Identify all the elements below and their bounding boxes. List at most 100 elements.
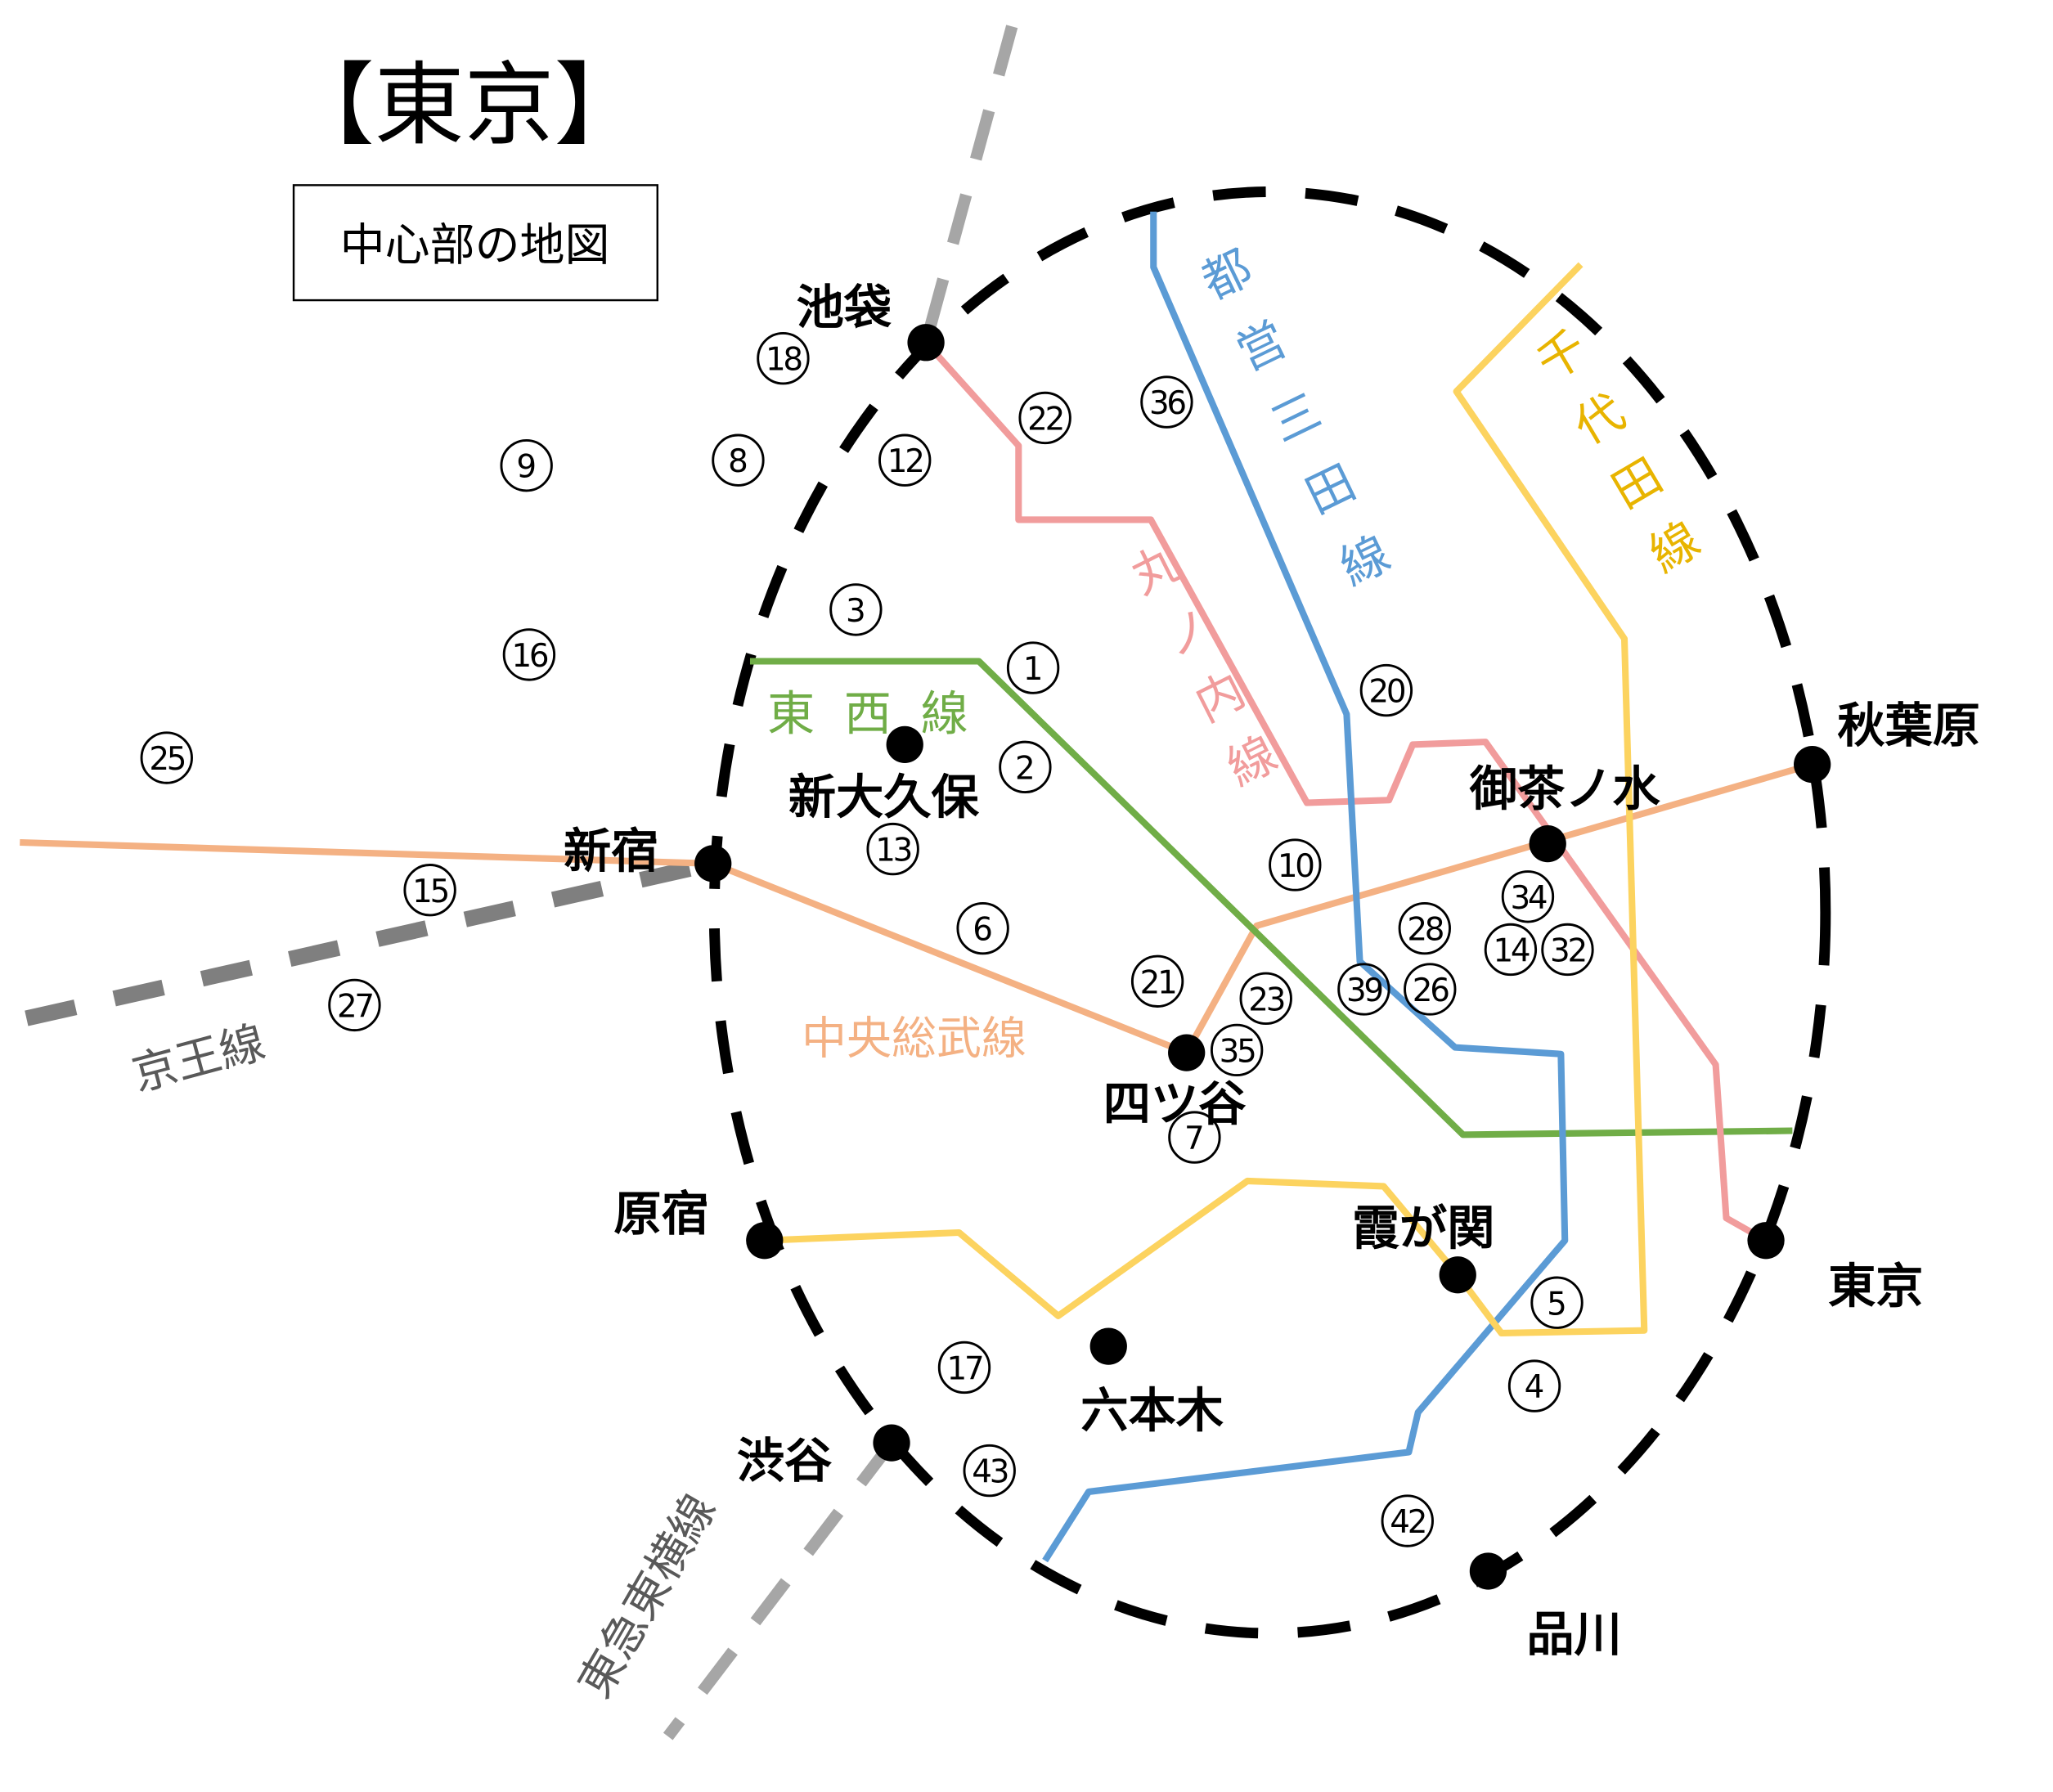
svg-text:13: 13 (875, 833, 910, 869)
station-dots (694, 324, 1831, 1590)
station-dot (1089, 1327, 1127, 1365)
numbered-marker: 3 (829, 583, 883, 636)
numbered-marker: 25 (140, 731, 193, 784)
svg-text:34: 34 (1510, 880, 1546, 917)
svg-text:8: 8 (728, 443, 748, 480)
toei-mita-line (1042, 211, 1569, 1563)
numbered-marker: 12 (878, 433, 932, 487)
svg-text:5: 5 (1547, 1286, 1567, 1323)
station-label: 秋葉原 (1837, 698, 1980, 753)
numbered-marker: 8 (712, 433, 765, 487)
tozai-label: 東西線 (767, 686, 997, 742)
svg-text:1: 1 (1023, 651, 1044, 688)
numbered-marker: 39 (1337, 963, 1390, 1016)
numbered-marker: 27 (328, 978, 381, 1032)
svg-text:17: 17 (947, 1351, 982, 1388)
station-label: 霞が関 (1352, 1201, 1495, 1256)
marunouchi-label: 丸ノ内線 (1116, 537, 1294, 817)
svg-text:4: 4 (1525, 1369, 1545, 1406)
svg-text:20: 20 (1368, 674, 1404, 711)
svg-text:28: 28 (1407, 912, 1443, 949)
svg-text:42: 42 (1390, 1504, 1425, 1541)
svg-text:22: 22 (1027, 402, 1062, 438)
numbered-marker: 36 (1140, 375, 1193, 429)
numbered-markers: 18 9 8 12 22 36 3 16 1 20 25 2 13 10 15 34 6 28 14 32 21 39 26… (140, 332, 1594, 1547)
chuo-sobu-label: 中央総武線 (802, 1013, 1026, 1065)
station-dot (1469, 1552, 1507, 1590)
numbered-marker: 14 (1484, 923, 1538, 977)
station-dot (886, 725, 923, 763)
numbered-marker: 26 (1404, 963, 1457, 1016)
svg-text:3: 3 (846, 593, 866, 630)
keio-line (25, 856, 715, 1026)
numbered-marker: 28 (1398, 901, 1451, 955)
station-dot (1168, 1034, 1206, 1071)
svg-text:21: 21 (1140, 964, 1175, 1001)
svg-text:25: 25 (149, 741, 184, 778)
numbered-marker: 6 (956, 901, 1009, 955)
numbered-marker: 5 (1530, 1276, 1584, 1329)
numbered-marker: 43 (963, 1444, 1016, 1498)
station-label: 池袋 (797, 280, 892, 335)
station-label: 渋谷 (737, 1433, 833, 1489)
svg-text:26: 26 (1413, 972, 1449, 1009)
svg-text:6: 6 (973, 912, 993, 949)
keio-label: 京王線 (127, 1016, 271, 1101)
numbered-marker: 21 (1130, 954, 1184, 1008)
numbered-marker: 4 (1507, 1359, 1561, 1412)
numbered-marker: 35 (1210, 1023, 1264, 1077)
svg-text:43: 43 (972, 1454, 1007, 1491)
station-label: 新大久保 (788, 769, 980, 824)
svg-text:15: 15 (412, 874, 447, 910)
tozai-line (749, 658, 1793, 1139)
numbered-marker: 15 (403, 864, 456, 917)
svg-text:2: 2 (1015, 750, 1035, 787)
numbered-marker: 7 (1168, 1111, 1221, 1164)
numbered-marker: 22 (1018, 391, 1071, 445)
svg-text:7: 7 (1184, 1121, 1205, 1157)
station-label: 六本木 (1080, 1383, 1224, 1439)
yamanote-line (708, 186, 1831, 1639)
tokyu-toyoko-label: 東急東横線 (568, 1485, 726, 1706)
tokyu-toyoko-line (663, 1439, 896, 1740)
station-label: 御茶ノ水 (1469, 761, 1661, 817)
station-dot (1794, 745, 1831, 784)
tokyu-toyoko-line (920, 25, 1018, 344)
svg-text:9: 9 (516, 449, 537, 486)
numbered-marker: 18 (757, 332, 810, 385)
numbered-marker: 34 (1501, 870, 1555, 923)
svg-text:36: 36 (1149, 385, 1185, 422)
numbered-marker: 9 (500, 438, 553, 492)
toei-mita-label: 都営三田線 (1187, 242, 1409, 623)
station-label: 品川 (1526, 1606, 1621, 1662)
numbered-marker: 32 (1541, 923, 1594, 977)
numbered-marker: 20 (1359, 663, 1413, 717)
svg-text:12: 12 (887, 443, 923, 480)
numbered-marker: 42 (1381, 1494, 1434, 1547)
station-dot (1529, 824, 1566, 863)
svg-text:14: 14 (1493, 933, 1529, 970)
svg-text:16: 16 (511, 638, 547, 675)
station-dot (1439, 1256, 1476, 1294)
station-dot (1747, 1222, 1785, 1260)
subtitle-box (292, 184, 658, 302)
station-dot (694, 845, 732, 883)
svg-text:18: 18 (766, 342, 802, 379)
svg-text:10: 10 (1278, 848, 1314, 885)
marunouchi-line (923, 340, 1768, 1244)
station-label: 原宿 (613, 1186, 708, 1242)
numbered-marker: 16 (502, 628, 556, 681)
chiyoda-label: 千代田線 (1521, 321, 1719, 605)
numbered-marker: 13 (866, 822, 919, 876)
station-dot (873, 1424, 910, 1462)
numbered-marker: 10 (1269, 838, 1322, 892)
map-title: 【東京】 (285, 53, 645, 158)
numbered-marker: 1 (1006, 641, 1060, 694)
svg-text:23: 23 (1248, 981, 1283, 1018)
numbered-marker: 23 (1239, 972, 1292, 1025)
station-dot (746, 1222, 784, 1260)
svg-text:27: 27 (337, 988, 372, 1025)
svg-text:39: 39 (1346, 972, 1381, 1009)
subtitle-text: 中心部の地図 (340, 219, 610, 272)
